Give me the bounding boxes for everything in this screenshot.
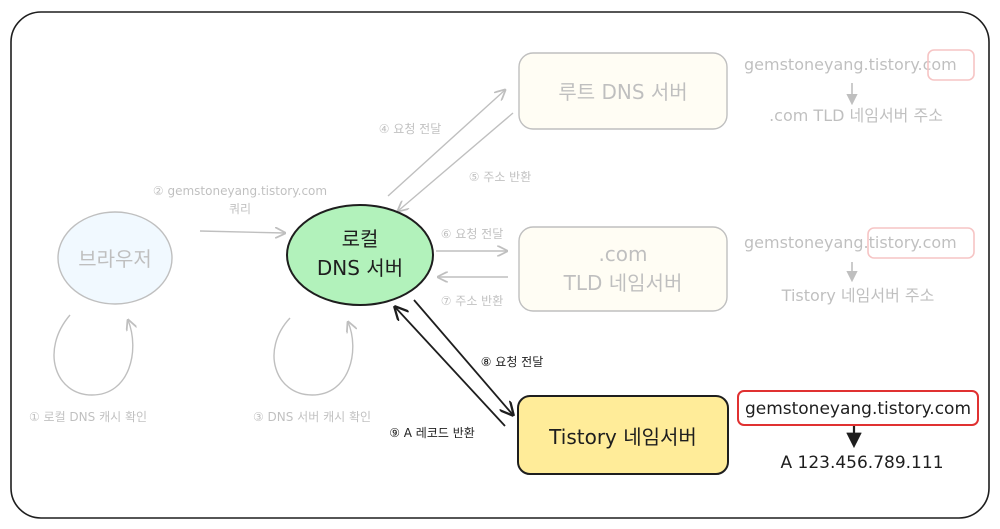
step2-arrow [199, 231, 285, 233]
tld-domain-text: gemstoneyang.tistory.com [744, 233, 957, 252]
tld-domain-highlight-box [867, 227, 975, 259]
step1-loop-arrow [53, 314, 133, 396]
browser-label: 브라우저 [78, 247, 152, 271]
local-dns-label-line2: DNS 서버 [317, 256, 403, 280]
step9-arrow [395, 307, 506, 427]
root-result-text: .com TLD 네임서버 주소 [769, 106, 943, 125]
root-domain-highlight: com [923, 55, 957, 74]
tld-domain-highlight: tistory.com [869, 233, 957, 252]
step3-label: ③ DNS 서버 캐시 확인 [253, 410, 371, 424]
root-domain-text: gemstoneyang.tistory.com [744, 55, 957, 74]
root-domain-prefix: gemstoneyang.tistory. [744, 55, 923, 74]
browser-node [57, 211, 173, 305]
step9-label: ⑨ A 레코드 반환 [389, 426, 475, 440]
tld-result-text: Tistory 네임서버 주소 [781, 286, 935, 305]
root-dns-label: 루트 DNS 서버 [558, 80, 687, 104]
step8-label: ⑧ 요청 전달 [481, 355, 544, 369]
local-dns-node [286, 204, 434, 306]
com-tld-label-line2: TLD 네임서버 [563, 271, 683, 295]
root-domain-highlight-box [927, 49, 975, 81]
step5-arrow [398, 112, 514, 211]
step1-label: ① 로컬 DNS 캐시 확인 [29, 410, 147, 424]
com-tld-label-line1: .com [598, 242, 647, 266]
step4-arrow [387, 90, 505, 197]
step7-label: ⑦ 주소 반환 [441, 294, 504, 308]
tistory-domain-text: gemstoneyang.tistory.com [745, 399, 971, 419]
step4-label: ④ 요청 전달 [379, 122, 442, 136]
step3-loop-arrow [273, 317, 353, 396]
step2-label-line2: 쿼리 [229, 202, 251, 216]
tistory-result-text: A 123.456.789.111 [780, 453, 943, 473]
tistory-domain-box [737, 390, 979, 426]
tld-domain-prefix: gemstoneyang. [744, 233, 869, 252]
tistory-ns-node [517, 395, 729, 475]
step8-arrow [413, 299, 513, 415]
step5-label: ⑤ 주소 반환 [469, 170, 532, 184]
faded-steps: 브라우저 ① 로컬 DNS 캐시 확인 ② gemstoneyang.tisto… [29, 49, 975, 424]
root-dns-node [518, 52, 728, 130]
step2-label-line1: ② gemstoneyang.tistory.com [153, 184, 327, 198]
tistory-ns-label: Tistory 네임서버 [548, 425, 697, 449]
local-dns-label-line1: 로컬 [342, 227, 379, 251]
step6-label: ⑥ 요청 전달 [441, 227, 504, 241]
com-tld-node [518, 226, 728, 312]
